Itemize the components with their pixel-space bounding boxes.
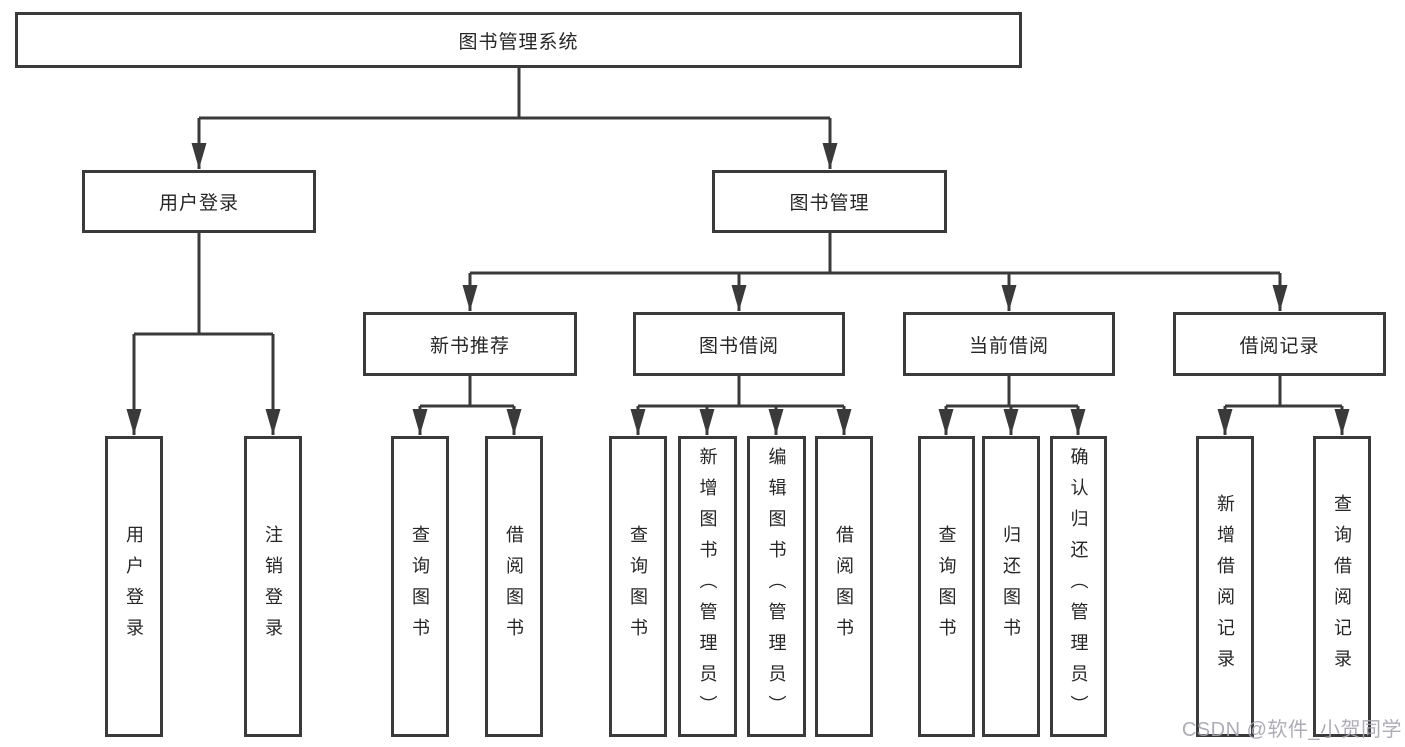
- node-leaf-return-books: 归还图书: [982, 436, 1040, 737]
- node-leaf-return-books-label: 归还图书: [1001, 524, 1021, 649]
- node-book-management: 图书管理: [712, 170, 947, 233]
- node-borrow-records-label: 借阅记录: [1239, 335, 1320, 357]
- node-leaf-add-borrow-record: 新增借阅记录: [1196, 436, 1254, 737]
- node-leaf-confirm-return-admin-label: 确认归还（管理员）: [1068, 447, 1089, 726]
- node-user-login-label: 用户登录: [158, 193, 239, 214]
- node-leaf-query-borrow-record: 查询借阅记录: [1313, 436, 1371, 737]
- connector-book-management-to-level3: [462, 233, 1288, 311]
- node-leaf-edit-books-admin: 编辑图书（管理员）: [747, 436, 806, 737]
- connector-book-borrow-to-leaves: [630, 376, 852, 435]
- node-new-book-recommend-label: 新书推荐: [429, 335, 510, 357]
- node-book-borrow-label: 图书借阅: [698, 335, 779, 357]
- connector-borrow-records-to-leaves: [1217, 376, 1350, 435]
- node-book-management-label: 图书管理: [789, 193, 870, 214]
- node-leaf-query-books-current: 查询图书: [918, 436, 975, 737]
- node-root: 图书管理系统: [15, 12, 1022, 68]
- node-leaf-logout-label: 注销登录: [263, 524, 283, 649]
- node-leaf-add-books-admin: 新增图书（管理员）: [678, 436, 737, 737]
- node-leaf-borrow-books-recommend-label: 借阅图书: [504, 524, 524, 649]
- node-leaf-query-books-recommend: 查询图书: [391, 436, 449, 737]
- node-user-login: 用户登录: [82, 170, 316, 233]
- node-leaf-query-books-current-label: 查询图书: [936, 524, 957, 649]
- node-leaf-confirm-return-admin: 确认归还（管理员）: [1050, 436, 1107, 737]
- node-borrow-records: 借阅记录: [1173, 312, 1386, 376]
- node-new-book-recommend: 新书推荐: [363, 312, 577, 376]
- node-leaf-add-books-admin-label: 新增图书（管理员）: [697, 447, 718, 726]
- node-leaf-query-borrow-record-label: 查询借阅记录: [1332, 493, 1352, 680]
- node-leaf-user-login: 用户登录: [105, 436, 163, 737]
- node-leaf-borrow-books: 借阅图书: [815, 436, 873, 737]
- node-book-borrow: 图书借阅: [633, 312, 845, 376]
- node-leaf-borrow-books-recommend: 借阅图书: [485, 436, 543, 737]
- connector-new-book-recommend-to-leaves: [412, 376, 522, 435]
- node-current-borrow-label: 当前借阅: [968, 335, 1049, 357]
- node-root-label: 图书管理系统: [458, 31, 579, 53]
- node-current-borrow: 当前借阅: [903, 312, 1115, 376]
- node-leaf-query-books-recommend-label: 查询图书: [410, 524, 430, 649]
- connector-root-to-level2: [191, 68, 838, 169]
- connector-user-login-to-leaves: [126, 233, 281, 435]
- node-leaf-add-borrow-record-label: 新增借阅记录: [1215, 493, 1235, 680]
- node-leaf-borrow-books-label: 借阅图书: [834, 524, 854, 649]
- watermark: CSDN @软件_小贺同学: [1181, 719, 1402, 741]
- node-leaf-query-books-borrow: 查询图书: [609, 436, 667, 737]
- node-leaf-edit-books-admin-label: 编辑图书（管理员）: [766, 447, 787, 726]
- node-leaf-query-books-borrow-label: 查询图书: [628, 524, 648, 649]
- connector-current-borrow-to-leaves: [938, 376, 1086, 435]
- node-leaf-user-login-label: 用户登录: [124, 524, 144, 649]
- node-leaf-logout: 注销登录: [244, 436, 302, 737]
